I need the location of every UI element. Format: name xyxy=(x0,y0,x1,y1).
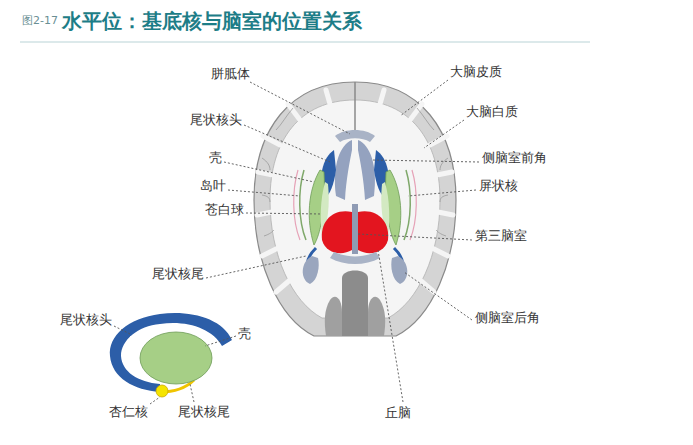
part-label: 丘脑 xyxy=(385,405,411,421)
part-label: 苍白球 xyxy=(205,202,244,218)
part-label: 尾状核尾 xyxy=(178,404,230,420)
part-label: 大脑皮质 xyxy=(450,64,502,80)
part-label: 屏状核 xyxy=(479,178,518,194)
part-label: 尾状核头 xyxy=(190,112,242,128)
part-label: 尾状核头 xyxy=(60,312,112,328)
figure-number: 图2-17 xyxy=(22,14,58,28)
part-label: 侧脑室前角 xyxy=(482,150,547,166)
part-label: 壳 xyxy=(238,326,251,342)
part-label: 第三脑室 xyxy=(475,228,527,244)
part-label: 胼胝体 xyxy=(211,66,250,82)
figure-title: 水平位：基底核与脑室的位置关系 xyxy=(62,8,362,34)
part-label: 大脑白质 xyxy=(466,104,518,120)
part-label: 侧脑室后角 xyxy=(475,310,540,326)
part-label: 岛叶 xyxy=(200,178,226,194)
part-label: 杏仁核 xyxy=(109,404,148,420)
part-label: 尾状核尾 xyxy=(152,266,204,282)
part-label: 壳 xyxy=(209,150,222,166)
